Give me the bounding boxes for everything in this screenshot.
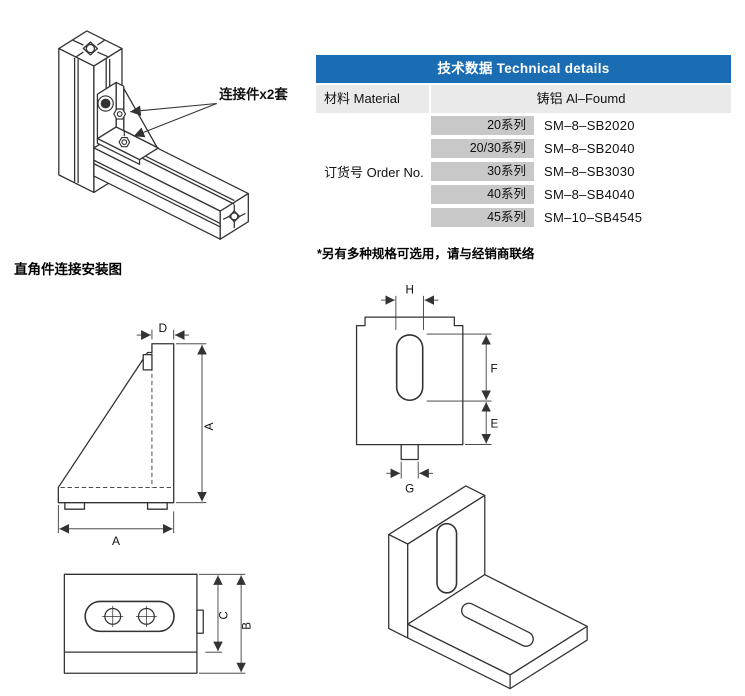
- front-view-with-slot-drawing: H F E G: [355, 284, 498, 495]
- order-row: 45系列 SM–10–SB4545: [431, 207, 731, 228]
- side-view-drawing: D A A: [57, 322, 216, 548]
- series-badge: 20/30系列: [431, 139, 534, 158]
- dim-label-d: D: [158, 322, 167, 335]
- order-rows: 20系列 SM–8–SB2020 20/30系列 SM–8–SB2040 30系…: [431, 115, 731, 228]
- connector-callout-label: 连接件x2套: [219, 86, 288, 102]
- order-section: 订货号 Order No. 20系列 SM–8–SB2020 20/30系列 S…: [316, 115, 731, 228]
- callout-leader: [130, 102, 217, 138]
- dimension-lines: [199, 573, 246, 674]
- order-row: 20系列 SM–8–SB2020: [431, 115, 731, 136]
- bracket-face-outline: [355, 316, 464, 461]
- order-row: 30系列 SM–8–SB3030: [431, 161, 731, 182]
- order-code: SM–10–SB4545: [544, 210, 643, 225]
- dim-label-h: H: [405, 284, 413, 297]
- order-no-label: 订货号 Order No.: [324, 165, 424, 180]
- dim-label-g: G: [405, 482, 414, 495]
- installation-diagram: 连接件x2套: [58, 30, 288, 240]
- order-code: SM–8–SB2040: [544, 141, 635, 156]
- order-code: SM–8–SB2020: [544, 118, 635, 133]
- material-value: 铸铝 Al–Foumd: [431, 85, 731, 113]
- series-badge: 45系列: [431, 208, 534, 227]
- dimension-lines: [57, 329, 207, 534]
- dim-label-c: C: [218, 611, 230, 619]
- series-badge: 20系列: [431, 116, 534, 135]
- hole-centerlines: [102, 605, 157, 627]
- front-view-drawing: C B: [63, 573, 254, 674]
- material-label: 材料 Material: [316, 85, 429, 113]
- bolt-icons: [97, 95, 131, 148]
- bracket-3d-body: [388, 485, 588, 690]
- series-badge: 30系列: [431, 162, 534, 181]
- corner-bracket: [96, 81, 159, 165]
- order-code: SM–8–SB3030: [544, 164, 635, 179]
- dim-label-e: E: [490, 418, 498, 431]
- order-code: SM–8–SB4040: [544, 187, 635, 202]
- order-row: 20/30系列 SM–8–SB2040: [431, 138, 731, 159]
- table-title: 技术数据 Technical details: [316, 55, 731, 83]
- hidden-lines: [60, 352, 174, 488]
- dim-label-f: F: [490, 362, 497, 375]
- order-row: 40系列 SM–8–SB4040: [431, 184, 731, 205]
- technical-details-table: 技术数据 Technical details 材料 Material 铸铝 Al…: [316, 55, 731, 228]
- bracket-front-outline: [63, 573, 204, 674]
- dim-label-a-horizontal: A: [112, 534, 120, 548]
- isometric-3d-view: [388, 485, 588, 690]
- material-row: 材料 Material 铸铝 Al–Foumd: [316, 85, 731, 113]
- dim-label-a-vertical: A: [202, 422, 216, 430]
- availability-note: *另有多种规格可选用，请与经销商联络: [317, 247, 535, 261]
- bracket-side-outline: [57, 343, 175, 510]
- bracket-3d-slots: [436, 522, 534, 647]
- series-badge: 40系列: [431, 185, 534, 204]
- installation-caption: 直角件连接安装图: [14, 262, 122, 277]
- dimension-lines: [381, 295, 492, 479]
- dim-label-b: B: [242, 622, 254, 630]
